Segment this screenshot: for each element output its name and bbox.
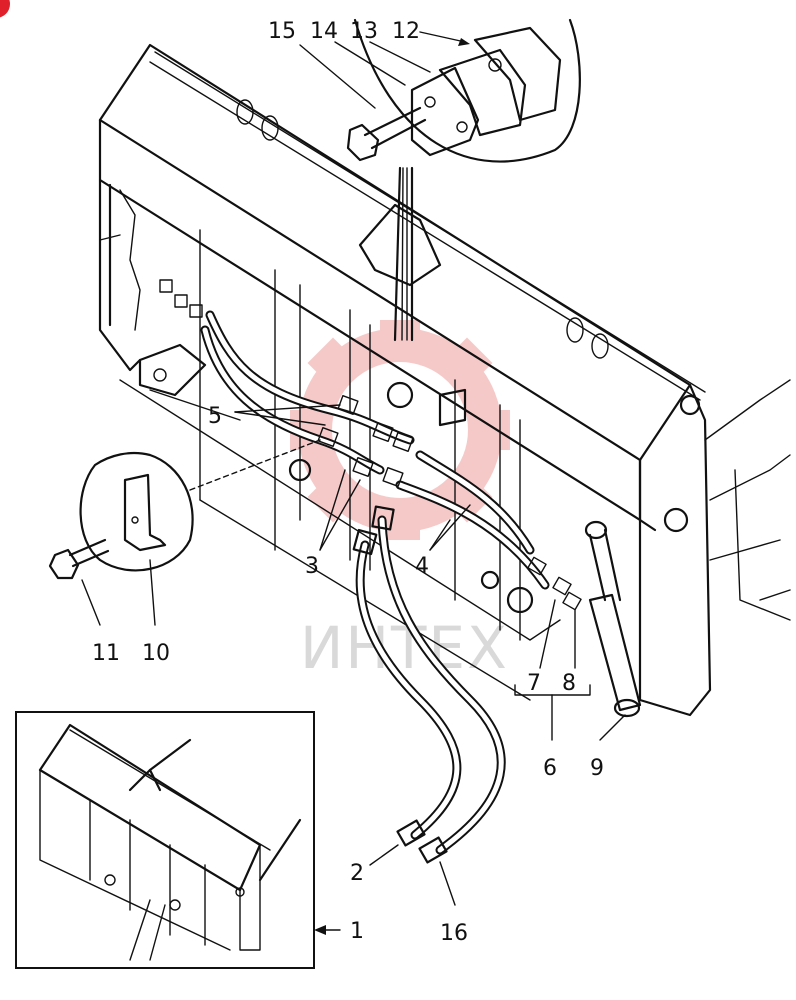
loose-hoses — [352, 505, 506, 864]
callout-13: 13 — [350, 19, 378, 44]
callout-12: 12 — [392, 19, 420, 44]
detail-clamp-assembly — [346, 18, 581, 427]
callout-11: 11 — [92, 641, 120, 666]
callout-8: 8 — [562, 671, 576, 696]
loader-frame — [98, 43, 791, 717]
callout-4: 4 — [415, 554, 429, 579]
frame-hoses — [159, 279, 582, 611]
callout-7: 7 — [527, 671, 541, 696]
callout-15: 15 — [268, 19, 296, 44]
callout-6: 6 — [543, 756, 557, 781]
callout-14: 14 — [310, 19, 338, 44]
corner-badge — [0, 0, 10, 18]
callout-16: 16 — [440, 921, 468, 946]
callout-3: 3 — [305, 554, 319, 579]
watermark-gear-icon — [290, 320, 510, 540]
detail-bracket-bolt — [48, 451, 194, 580]
hydraulic-cylinder — [584, 520, 642, 718]
leader-lines — [81, 31, 626, 935]
watermark-text: ИНТЕХ — [300, 614, 509, 682]
callout-9: 9 — [590, 756, 604, 781]
inset-overview — [15, 711, 315, 969]
callout-10: 10 — [142, 641, 170, 666]
callout-5: 5 — [208, 404, 222, 429]
callout-1: 1 — [350, 919, 364, 944]
callout-2: 2 — [350, 861, 364, 886]
